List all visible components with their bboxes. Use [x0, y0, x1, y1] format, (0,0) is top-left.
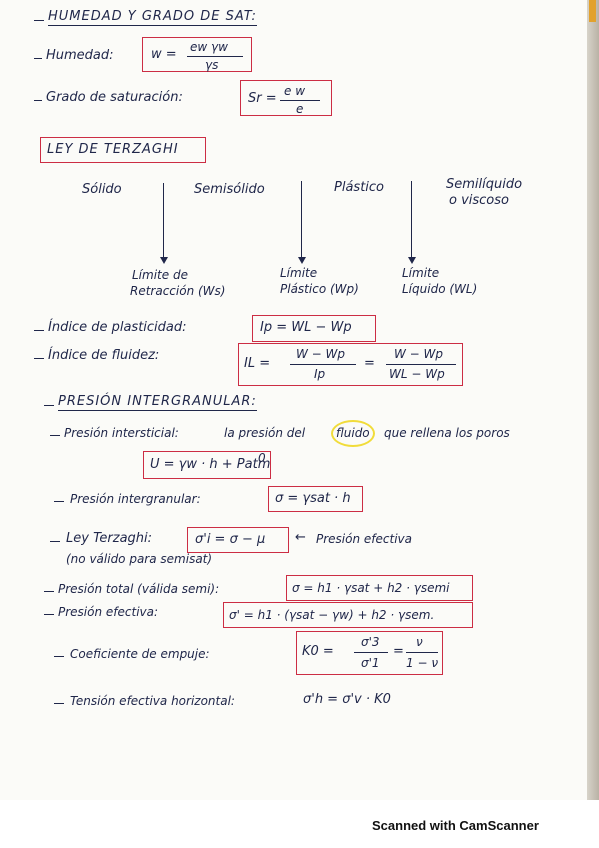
bullet-dash: [54, 703, 64, 705]
sr-lhs: Sr =: [248, 91, 277, 106]
k-num1: σ'3: [361, 635, 380, 649]
arrow-line: [163, 183, 165, 259]
fraction-bar: [187, 56, 243, 58]
tension-label: Tensión efectiva horizontal:: [70, 694, 235, 708]
w-lhs: w =: [151, 47, 177, 62]
empuje-label: Coeficiente de empuje:: [70, 647, 210, 661]
u-formula: U = γw · h + Patm: [150, 457, 271, 472]
bullet-dash: [44, 405, 54, 407]
limit-retraccion-2: Retracción (Ws): [130, 284, 226, 298]
page-edge: [587, 0, 599, 800]
k-equals: =: [393, 644, 404, 659]
k-lhs: K0 =: [302, 644, 334, 659]
terzaghi-formula: σ'i = σ − μ: [195, 532, 266, 547]
fraction-bar: [354, 652, 388, 654]
il-den2: WL − Wp: [389, 367, 445, 381]
arrow-down-icon: [298, 257, 306, 264]
il-equals: =: [364, 356, 375, 371]
total-label: Presión total (válida semi):: [58, 582, 220, 596]
total-formula: σ = h1 · γsat + h2 · γsemi: [292, 581, 450, 595]
grado-label: Grado de saturación:: [46, 90, 183, 105]
il-lhs: IL =: [244, 356, 271, 371]
bullet-dash: [34, 100, 42, 102]
intersticial-label: Presión intersticial:: [64, 426, 179, 440]
formula-box-il: [238, 343, 463, 386]
humedad-label: Humedad:: [46, 48, 114, 63]
formula-box-empuje: [296, 631, 443, 675]
state-semisolido: Semisólido: [194, 182, 265, 197]
page-edge-tab: [589, 0, 596, 22]
arrow-line: [301, 181, 303, 259]
efectiva-label: Presión efectiva:: [58, 605, 159, 619]
w-numerator: ew γw: [190, 40, 228, 54]
state-viscoso: o viscoso: [449, 193, 509, 208]
k-den1: σ'1: [361, 656, 380, 670]
fraction-bar: [386, 364, 456, 366]
bullet-dash: [44, 614, 54, 616]
fraction-bar: [290, 364, 356, 366]
formula-box-efectiva: [223, 602, 473, 628]
bullet-dash: [34, 58, 42, 60]
tension-formula: σ'h = σ'v · K0: [303, 692, 391, 707]
limit-retraccion-1: Límite de: [132, 268, 188, 282]
state-solido: Sólido: [82, 182, 122, 197]
intergranular-formula: σ = γsat · h: [275, 491, 351, 506]
bullet-dash: [34, 358, 44, 360]
k-den2: 1 − ν: [406, 656, 439, 670]
bullet-dash: [50, 435, 60, 437]
limit-liquido-2: Líquido (WL): [402, 282, 478, 296]
il-label: Índice de fluidez:: [48, 348, 160, 363]
limit-plastico-2: Plástico (Wp): [280, 282, 359, 296]
ip-label: Índice de plasticidad:: [48, 320, 187, 335]
il-num2: W − Wp: [394, 347, 444, 361]
efectiva-formula: σ' = h1 · (γsat − γw) + h2 · γsem.: [229, 608, 435, 622]
formula-box-terzaghi: [187, 527, 289, 553]
arrow-down-icon: [408, 257, 416, 264]
bullet-dash: [34, 20, 44, 22]
formula-box-ip: [252, 315, 376, 342]
formula-box-total: [286, 575, 473, 601]
highlight-circle: [331, 420, 375, 447]
section-heading-humedad: HUMEDAD Y GRADO DE SAT:: [48, 9, 257, 26]
bullet-dash: [54, 501, 64, 503]
sr-numerator: e w: [284, 84, 306, 98]
intersticial-text-2: que rellena los poros: [384, 426, 510, 440]
arrow-line: [411, 181, 413, 259]
terzaghi-label: Ley Terzaghi:: [66, 531, 153, 546]
limit-plastico-1: Límite: [280, 266, 318, 280]
formula-box-u: [143, 451, 271, 479]
intergranular-label: Presión intergranular:: [70, 492, 201, 506]
il-num1: W − Wp: [296, 347, 346, 361]
terzaghi-note: (no válido para semisat): [66, 552, 213, 566]
footer-watermark: Scanned with CamScanner: [372, 818, 539, 833]
bullet-dash: [54, 656, 64, 658]
state-semiliquido: Semilíquido: [446, 177, 523, 192]
bullet-dash: [44, 591, 54, 593]
section-title-terzaghi: LEY DE TERZAGHI: [47, 142, 179, 157]
state-plastico: Plástico: [334, 180, 385, 195]
section-title-box: [40, 137, 206, 163]
limit-liquido-1: Límite: [402, 266, 440, 280]
formula-box-intergranular: [268, 486, 363, 512]
intersticial-fluido: fluido: [336, 426, 370, 440]
arrow-left-icon: ←: [295, 530, 306, 545]
w-denominator: γs: [205, 58, 219, 72]
section-heading-presion: PRESIÓN INTERGRANULAR:: [58, 394, 257, 411]
formula-box-humedad: [142, 37, 252, 72]
sr-denominator: e: [296, 102, 304, 116]
il-den1: Ip: [314, 367, 326, 381]
formula-box-saturacion: [240, 80, 332, 116]
terzaghi-arrow-text: Presión efectiva: [316, 532, 412, 546]
k-num2: ν: [416, 635, 423, 649]
bullet-dash: [34, 330, 44, 332]
bullet-dash: [50, 541, 60, 543]
u-superscript: 0: [258, 451, 266, 465]
ip-formula: Ip = WL − Wp: [260, 320, 352, 335]
scanned-page: [0, 0, 587, 800]
fraction-bar: [280, 100, 320, 102]
intersticial-text: la presión del: [224, 426, 306, 440]
arrow-down-icon: [160, 257, 168, 264]
fraction-bar: [406, 652, 438, 654]
